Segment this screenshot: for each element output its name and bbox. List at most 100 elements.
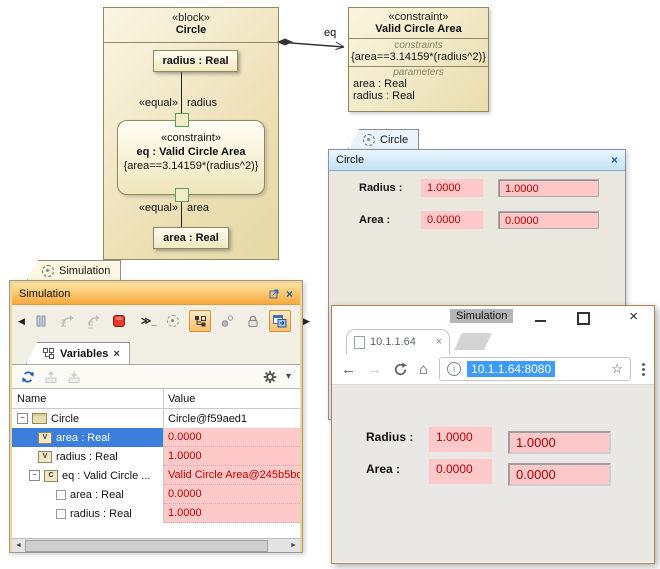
tab-simulation-label: Simulation [59,265,111,277]
simulation-panel-titlebar: Simulation × [12,283,300,305]
row-value: Valid Circle Area@245b5bc [164,466,300,485]
eq-connector-label: eq [324,27,337,39]
restore-icon[interactable] [269,288,280,299]
bookmark-star-icon[interactable]: ☆ [611,361,623,376]
eq-connector[interactable] [277,28,349,54]
block-instance-icon [32,413,47,424]
parameter-port-radius[interactable] [175,113,189,127]
constraint-block[interactable]: «constraint» Valid Circle Area constrain… [348,7,489,112]
step-into-button[interactable] [57,311,77,331]
home-icon[interactable]: ⌂ [419,360,429,378]
table-row[interactable]: V radius : Real 1.0000 [12,447,300,466]
gear-icon[interactable] [263,370,277,384]
browser-titlebar[interactable]: Simulation × [332,306,654,328]
radius-value: 1.0000 [429,427,492,452]
expand-right-icon[interactable]: ▶ [302,315,310,326]
close-icon[interactable]: × [113,347,120,360]
table-row-selected[interactable]: V area : Real 0.0000 [12,428,300,447]
constraint-property[interactable]: «constraint» eq : Valid Circle Area {are… [117,120,265,195]
address-bar[interactable]: i 10.1.1.64:8080 ☆ [439,357,631,381]
area-input[interactable]: 0.0000 [498,211,599,229]
constraints-compartment-label: constraints [394,40,443,51]
export-up-icon[interactable] [44,370,58,384]
animation-config-button[interactable] [163,311,183,331]
page-icon [354,335,365,349]
radius-input[interactable]: 1.0000 [508,431,611,454]
simulation-panel-title: Simulation [19,287,71,300]
constraint-block-header: «constraint» Valid Circle Area [349,8,488,39]
parameter-port-area[interactable] [175,188,189,202]
browser-window-title: Simulation [450,309,514,323]
new-tab-button[interactable] [454,333,492,350]
block-name: Circle [175,24,207,36]
value-property-icon: V [38,450,52,463]
table-row[interactable]: − Circle Circle@f59aed1 [12,409,300,428]
browser-window: Simulation × 10.1.1.64 × ← → ⌂ i 10.1.1.… [331,305,655,564]
close-icon[interactable]: × [285,286,293,301]
scrollbar-thumb[interactable] [25,540,268,552]
stop-button[interactable] [109,311,129,331]
radius-label: Radius : [359,182,403,194]
step-over-button[interactable] [83,311,103,331]
equal-stereotype-area: «equal» [138,202,178,214]
close-icon[interactable]: × [610,153,618,167]
table-row[interactable]: radius : Real 1.0000 [12,504,300,523]
lock-button[interactable] [243,311,263,331]
scroll-left-icon[interactable]: ◄ [15,542,22,549]
part-radius[interactable]: radius : Real [153,50,238,72]
area-label: Area : [366,462,401,476]
refresh-icon[interactable] [21,370,35,384]
area-input[interactable]: 0.0000 [508,463,611,486]
part-area[interactable]: area : Real [153,227,229,249]
variables-tree-icon [43,348,54,359]
back-icon[interactable]: ← [341,360,356,378]
browser-menu-icon[interactable] [642,362,645,376]
pause-button[interactable] [31,311,51,331]
url-text-selected[interactable]: 10.1.1.64:8080 [467,361,556,377]
close-icon[interactable]: × [629,308,638,325]
table-row[interactable]: area : Real 0.0000 [12,485,300,504]
row-name: radius : Real [70,507,132,520]
browser-tab-title: 10.1.1.64 [370,336,416,348]
expander-icon[interactable]: − [17,413,28,424]
export-down-icon[interactable] [67,370,81,384]
table-empty-area [12,523,300,538]
constraint-property-stereotype: «constraint» [161,132,221,144]
maximize-icon[interactable] [577,312,590,325]
column-header-name[interactable]: Name [12,389,164,408]
step-over-icon [87,315,100,329]
parameter-radius: radius : Real [353,90,415,102]
containment-tree-button[interactable] [188,310,211,332]
circle-panel-content: Radius : 1.0000 1.0000 Area : 0.0000 0.0… [329,171,625,419]
tab-variables[interactable]: Variables × [26,342,130,364]
radius-input[interactable]: 1.0000 [498,179,599,197]
constraint-block-stereotype: «constraint» [388,11,449,23]
table-row[interactable]: − C eq : Valid Circle ... Valid Circle A… [12,466,300,485]
block-circle-header: «block» Circle [104,8,278,43]
reload-icon[interactable] [393,362,408,377]
connector-end-radius: radius [187,97,217,109]
info-icon[interactable]: i [447,362,462,376]
scroll-right-icon[interactable]: ► [290,542,297,549]
collapse-left-icon[interactable]: ◀ [18,315,25,326]
variables-tabstrip: Variables × [12,337,300,365]
tab-circle[interactable]: Circle [348,129,420,149]
binding-connector-radius[interactable] [181,72,182,120]
tab-simulation[interactable]: Simulation [27,260,122,280]
table-header-row: Name Value [12,389,300,409]
binding-connector-area[interactable] [181,201,182,227]
tab-close-icon[interactable]: × [435,336,442,348]
row-value: 1.0000 [164,447,300,466]
horizontal-scrollbar[interactable]: ◄ ► [12,538,300,552]
circle-panel-tabstrip: Circle [328,127,626,149]
expander-icon[interactable]: − [29,470,40,481]
dashed-circle-icon [166,315,179,327]
open-ui-window-button[interactable] [268,310,291,332]
column-header-value[interactable]: Value [168,392,196,405]
browser-tab[interactable]: 10.1.1.64 × [346,329,450,354]
pause-icon [36,315,46,327]
breakpoints-button[interactable] [217,311,237,331]
minimize-icon[interactable] [535,320,546,322]
console-icon[interactable]: ≫_ [140,315,157,327]
chevron-down-icon[interactable]: ▾ [285,371,291,382]
